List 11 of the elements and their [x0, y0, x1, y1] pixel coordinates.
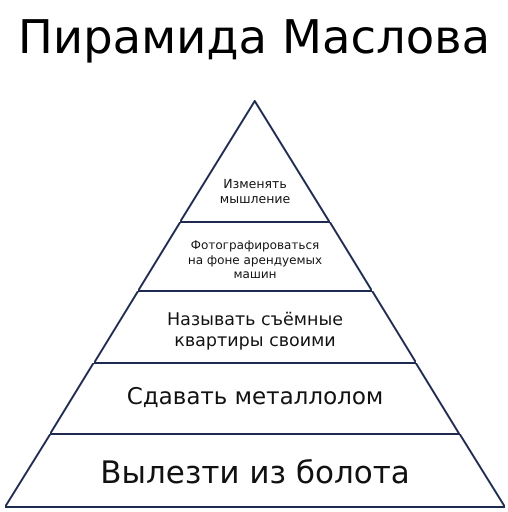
tier-label: Изменять мышление — [218, 176, 292, 206]
pyramid-tier — [5, 434, 505, 508]
pyramid-tier — [138, 222, 372, 291]
pyramid-tier — [180, 100, 330, 222]
tier-label: Вылезти из болота — [100, 455, 410, 493]
pyramid-tier — [50, 363, 460, 434]
pyramid-tier — [94, 291, 416, 363]
tier-label: Называть съёмные квартиры своими — [166, 310, 344, 352]
tier-label: Сдавать металлолом — [126, 384, 384, 412]
diagram-title: Пирамида Маслова — [18, 11, 490, 64]
tier-label: Фотографироваться на фоне арендуемых машин — [186, 238, 324, 282]
